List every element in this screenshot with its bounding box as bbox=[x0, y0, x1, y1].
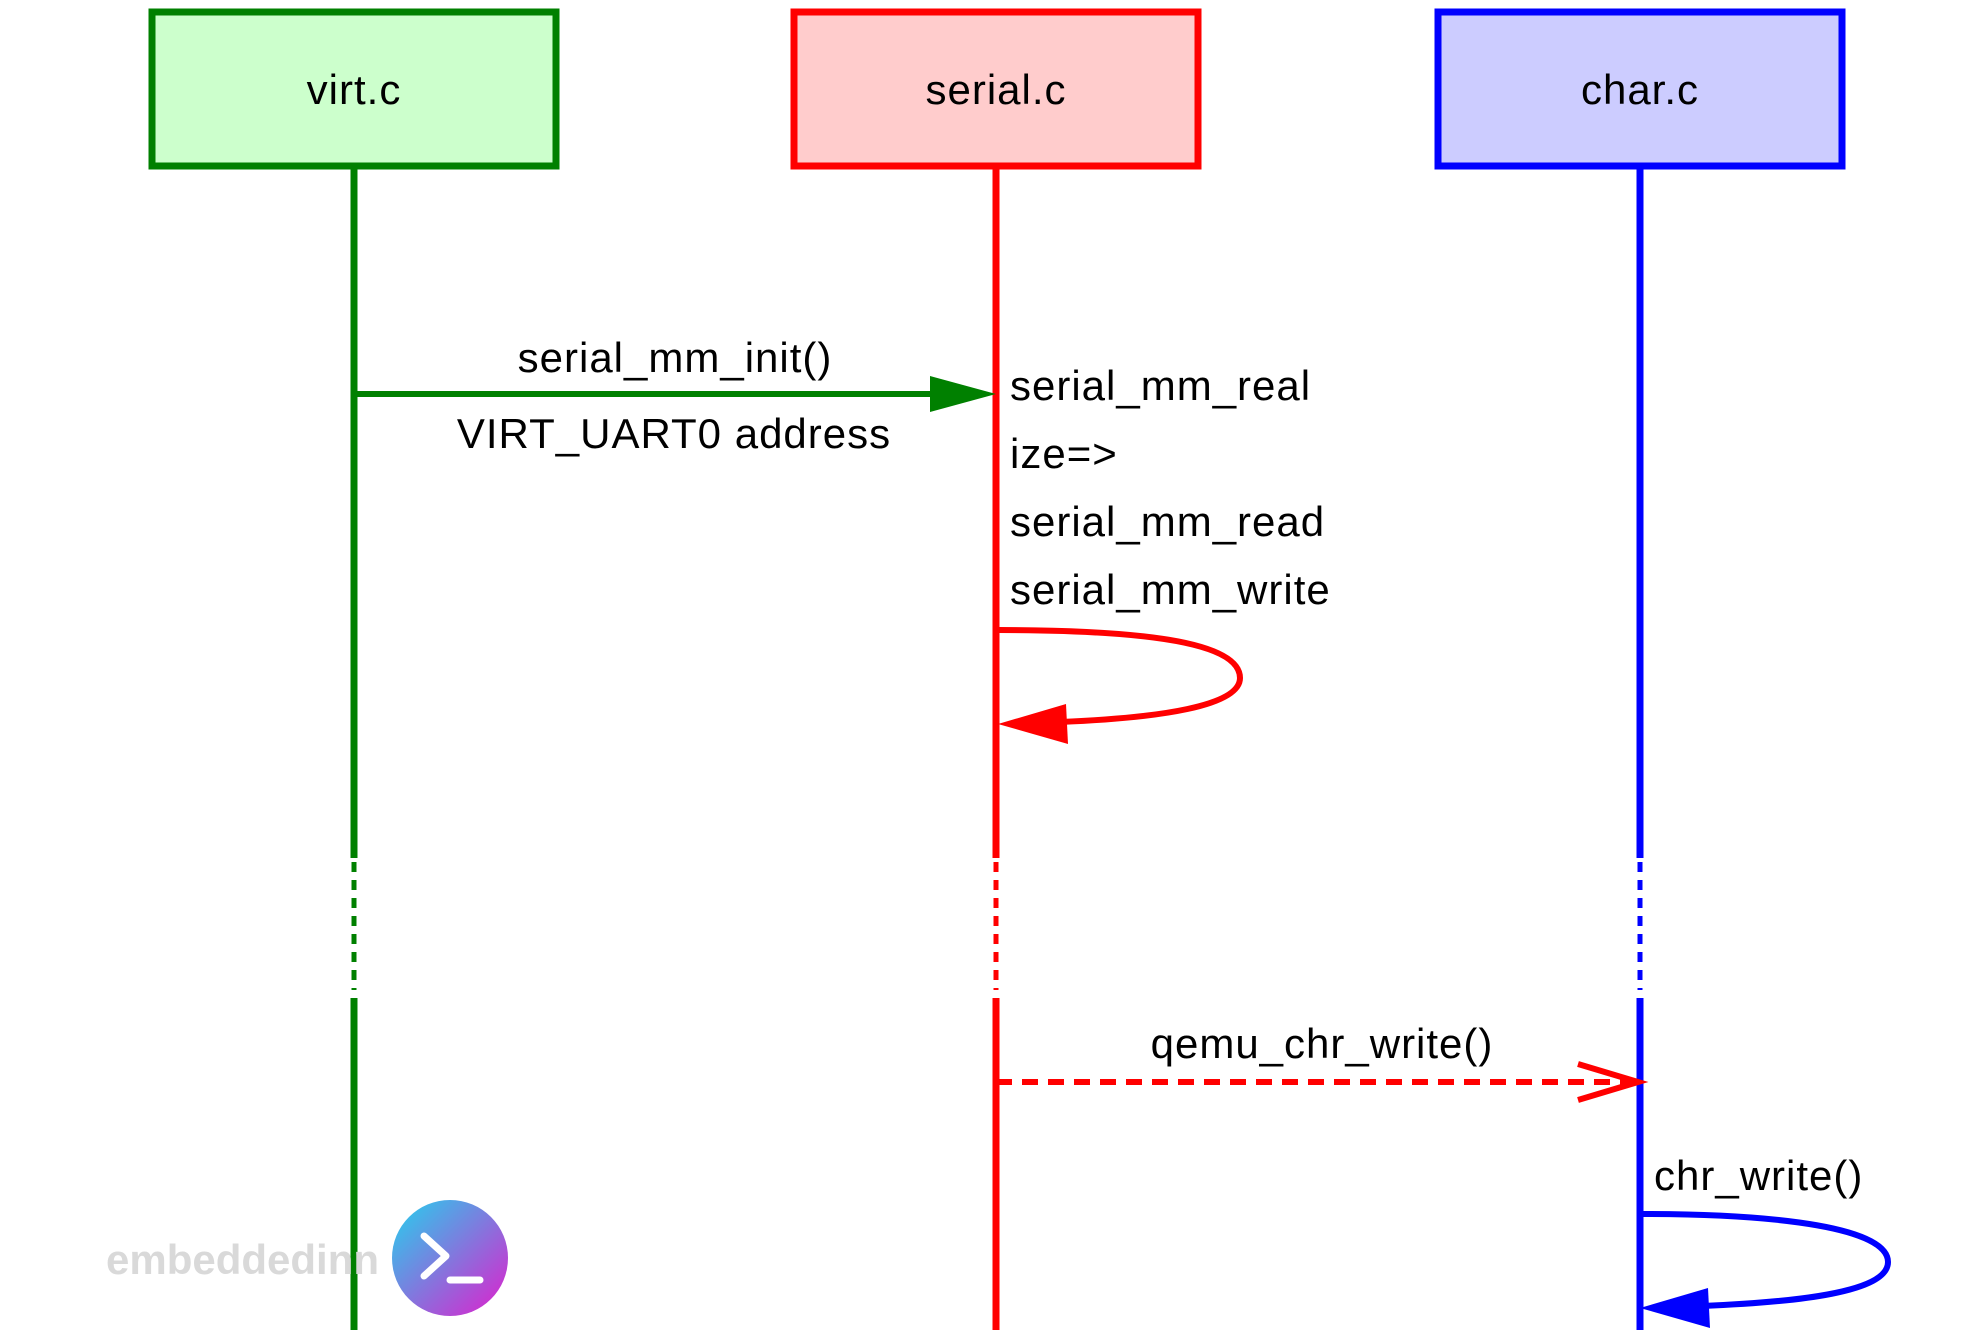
participant-virt-label: virt.c bbox=[307, 66, 402, 113]
participant-serial: serial.c bbox=[790, 8, 1202, 170]
terminal-logo-icon bbox=[392, 1200, 508, 1316]
message-serial-mm-init: serial_mm_init() VIRT_UART0 address bbox=[354, 334, 996, 457]
message-char-self: chr_write() bbox=[1640, 1152, 1892, 1328]
participant-serial-label: serial.c bbox=[925, 66, 1066, 113]
watermark: embeddedinn bbox=[106, 1200, 508, 1316]
message-qemu-chr-write: qemu_chr_write() bbox=[996, 1020, 1649, 1103]
message-chr-write-label: chr_write() bbox=[1654, 1152, 1863, 1199]
self-message-line-2: ize=> bbox=[1010, 430, 1118, 477]
message-serial-mm-init-label: serial_mm_init() bbox=[518, 334, 833, 381]
message-serial-self: serial_mm_real ize=> serial_mm_read seri… bbox=[997, 362, 1331, 744]
message-serial-mm-init-sublabel: VIRT_UART0 address bbox=[457, 410, 891, 457]
self-message-line-4: serial_mm_write bbox=[1010, 566, 1331, 613]
participant-char: char.c bbox=[1434, 8, 1846, 170]
message-qemu-chr-write-label: qemu_chr_write() bbox=[1151, 1020, 1494, 1067]
participant-virt: virt.c bbox=[148, 8, 560, 170]
self-message-line-1: serial_mm_real bbox=[1010, 362, 1311, 409]
participant-char-label: char.c bbox=[1581, 66, 1699, 113]
self-message-line-3: serial_mm_read bbox=[1010, 498, 1325, 545]
watermark-text: embeddedinn bbox=[106, 1236, 379, 1283]
